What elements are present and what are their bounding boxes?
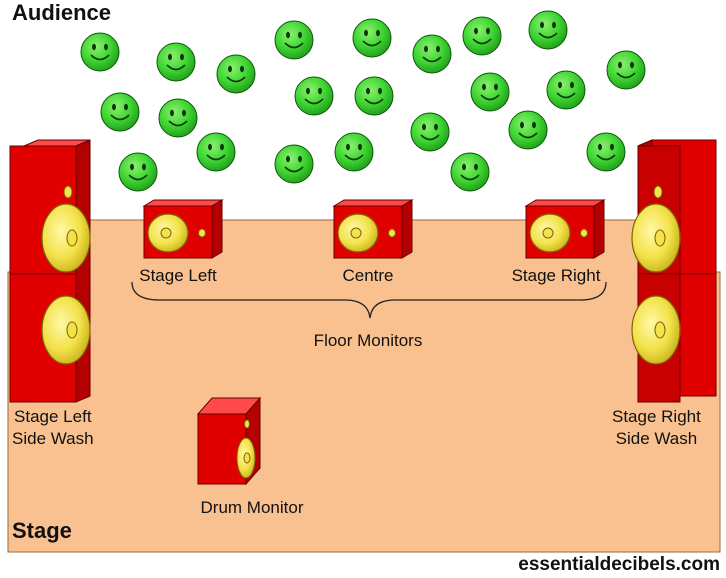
smiley-face-icon: [294, 76, 334, 116]
smiley-face-icon: [586, 132, 626, 172]
speaker-icon: [631, 139, 717, 403]
smiley-face-icon: [450, 152, 490, 192]
smiley-face-icon: [274, 20, 314, 60]
smiley-face-icon: [156, 42, 196, 82]
smiley-face-icon: [80, 32, 120, 72]
stage-right-monitor-label: Stage Right: [511, 266, 601, 285]
smiley-face-icon: [508, 110, 548, 150]
smiley-face-icon: [100, 92, 140, 132]
smiley-face-icon: [546, 70, 586, 110]
audience-heading: Audience: [12, 0, 112, 25]
smiley-face-icon: [462, 16, 502, 56]
smiley-face-icon: [352, 18, 392, 58]
smiley-face-icon: [158, 98, 198, 138]
smiley-face-icon: [118, 152, 158, 192]
smiley-face-icon: [196, 132, 236, 172]
speaker-icon: [196, 396, 262, 486]
stage-left-side-wash-label: Stage Left Side Wash: [12, 406, 94, 450]
smiley-face-icon: [274, 144, 314, 184]
centre-monitor-label: Centre: [342, 266, 394, 285]
smiley-face-icon: [216, 54, 256, 94]
side-wash-right-line2: Side Wash: [615, 429, 698, 448]
drum-monitor-label: Drum Monitor: [200, 498, 304, 517]
side-wash-right-line1: Stage Right: [612, 407, 701, 426]
stage-left-monitor-label: Stage Left: [139, 266, 217, 285]
side-wash-left-line1: Stage Left: [14, 407, 92, 426]
speaker-icon: [524, 199, 606, 259]
smiley-face-icon: [528, 10, 568, 50]
side-wash-left-line2: Side Wash: [12, 429, 94, 448]
smiley-face-icon: [334, 132, 374, 172]
speaker-icon: [332, 199, 414, 259]
stage-heading: Stage: [12, 518, 72, 543]
smiley-face-icon: [606, 50, 646, 90]
smiley-face-icon: [412, 34, 452, 74]
stage-right-side-wash-label: Stage Right Side Wash: [612, 406, 701, 450]
floor-monitors-label: Floor Monitors: [313, 331, 423, 350]
smiley-face-icon: [354, 76, 394, 116]
audience-group: [80, 10, 646, 192]
speaker-icon: [142, 199, 224, 259]
floor-monitors-brace: [131, 281, 607, 319]
speaker-icon: [9, 139, 91, 403]
smiley-face-icon: [410, 112, 450, 152]
site-credit: essentialdecibels.com: [518, 554, 720, 575]
smiley-face-icon: [470, 72, 510, 112]
